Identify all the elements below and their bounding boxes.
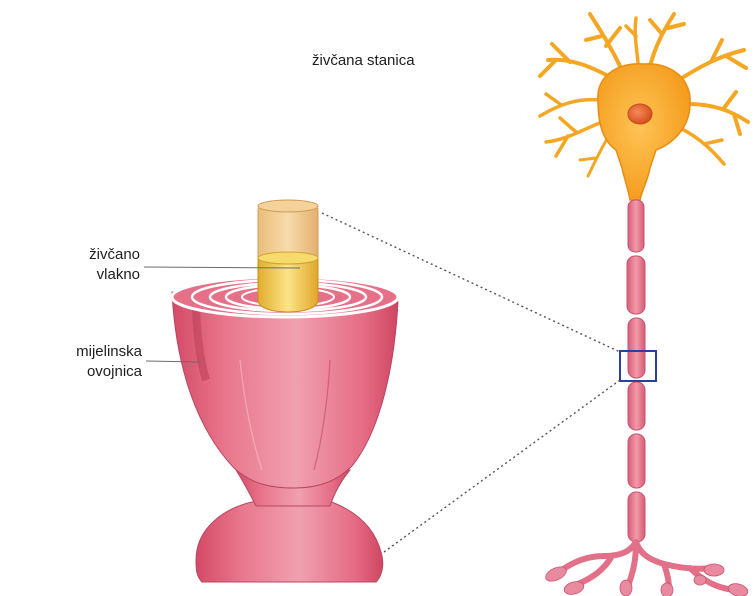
fiber-label-line2: vlakno bbox=[60, 265, 140, 284]
soma bbox=[598, 64, 690, 200]
fiber-label-line1: živčano bbox=[60, 245, 140, 264]
neuron bbox=[540, 14, 749, 596]
myelin-label-line2: ovojnica bbox=[30, 362, 142, 381]
upper-myelin-segment bbox=[172, 292, 398, 488]
nucleus bbox=[628, 104, 652, 124]
neuron-label: živčana stanica bbox=[312, 51, 415, 70]
lower-myelin-segment bbox=[196, 500, 383, 582]
magnified-fiber bbox=[172, 200, 398, 582]
axon-segments bbox=[627, 200, 645, 542]
axon-terminals bbox=[543, 542, 749, 596]
myelin-label-line1: mijelinska bbox=[30, 342, 142, 361]
